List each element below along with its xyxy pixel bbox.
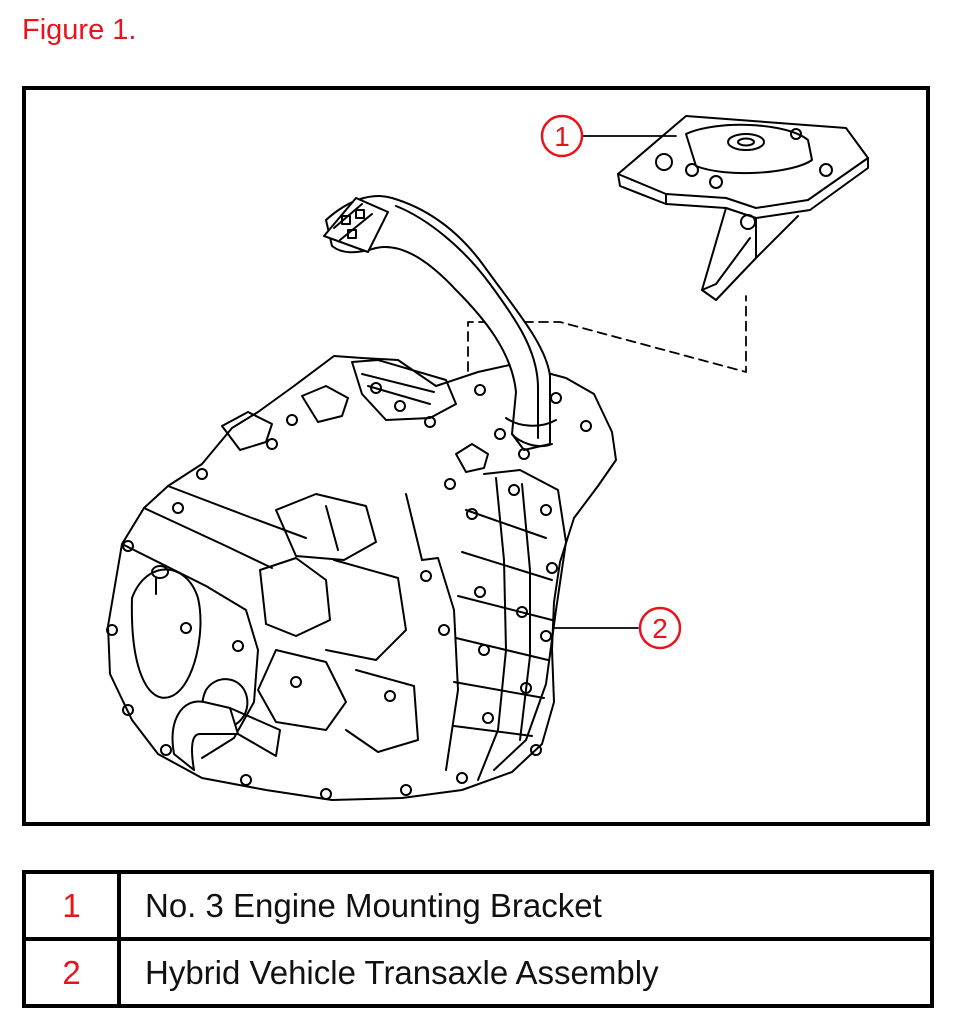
legend-row: 2 Hybrid Vehicle Transaxle Assembly [22, 937, 934, 1008]
bolt-heads [106, 382, 592, 800]
diagram-frame: 1 2 [22, 86, 930, 826]
engine-mounting-bracket-drawing [617, 115, 869, 301]
callout-1: 1 [540, 114, 584, 158]
legend-label: Hybrid Vehicle Transaxle Assembly [117, 937, 934, 1008]
transaxle-assembly-drawing [106, 195, 617, 801]
callout-2: 2 [638, 606, 682, 650]
alignment-guide [467, 295, 747, 417]
legend-label: No. 3 Engine Mounting Bracket [117, 870, 934, 941]
figure-title: Figure 1. [22, 14, 137, 46]
parts-legend-table: 1 No. 3 Engine Mounting Bracket 2 Hybrid… [22, 870, 934, 1008]
callout-2-number: 2 [652, 613, 668, 644]
callout-1-number: 1 [554, 121, 570, 152]
legend-number: 2 [22, 937, 121, 1008]
legend-number: 1 [22, 870, 121, 941]
legend-row: 1 No. 3 Engine Mounting Bracket [22, 870, 934, 941]
diagram-illustration: 1 2 [106, 114, 869, 801]
